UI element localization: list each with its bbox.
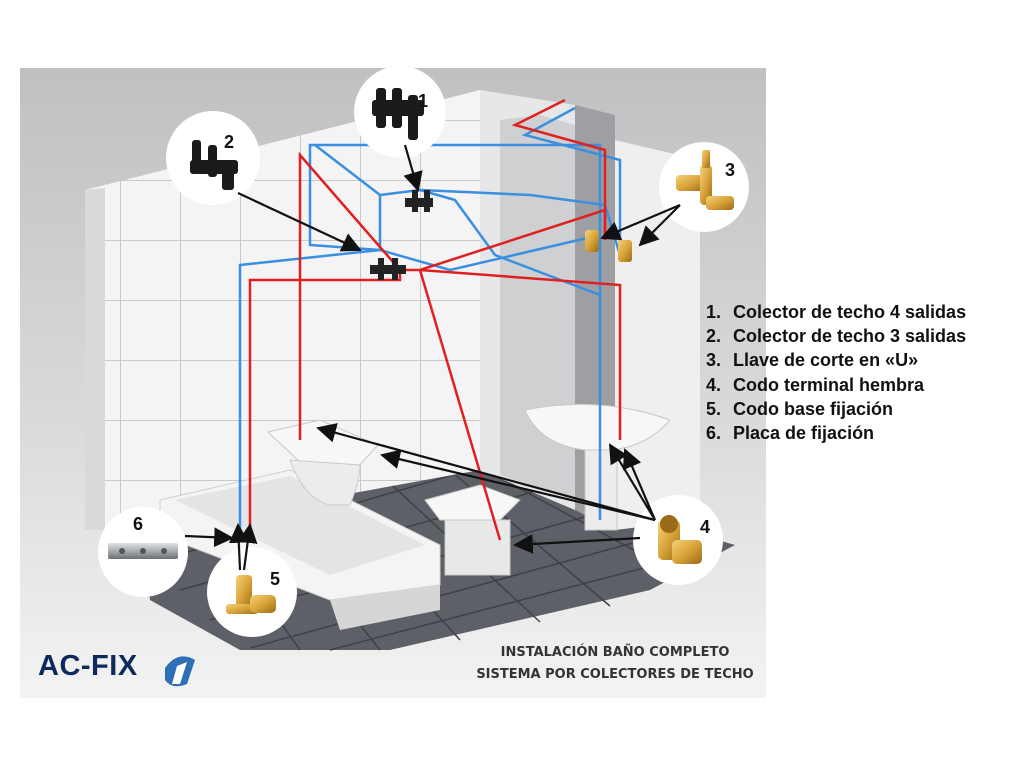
legend-label: Codo base fijación xyxy=(733,398,894,419)
fixing-base-elbow-icon xyxy=(226,575,276,614)
legend-label: Colector de techo 4 salidas xyxy=(733,302,967,322)
legend-number: 4. xyxy=(706,374,722,395)
u-shutoff-valve-icon xyxy=(676,150,734,210)
legend-number: 6. xyxy=(706,422,722,443)
toilet xyxy=(266,419,379,506)
manifold-2-installed xyxy=(370,258,406,280)
legend-label: Codo terminal hembra xyxy=(733,374,925,395)
callout-number-6: 6 xyxy=(133,514,143,534)
ceiling-manifold-4-outlet-icon xyxy=(372,88,424,140)
legend-number: 1. xyxy=(706,302,722,322)
callout-2: 2 xyxy=(166,111,260,205)
legend-item: 2. Colector de techo 3 salidas xyxy=(706,324,966,348)
bathtub xyxy=(159,469,441,630)
bidet xyxy=(424,484,521,576)
callout-number-1: 1 xyxy=(418,91,428,111)
ceiling-manifold-3-outlet-icon xyxy=(190,140,238,190)
left-wall-edge xyxy=(85,188,105,530)
callout-number-2: 2 xyxy=(224,132,234,152)
diagram-caption: INSTALACIÓN BAÑO COMPLETO SISTEMA POR CO… xyxy=(470,642,760,686)
brand-name: AC-FIX xyxy=(38,650,138,682)
callout-number-5: 5 xyxy=(270,569,280,589)
fixing-plate-icon xyxy=(108,543,178,559)
callout-3: 3 xyxy=(659,142,749,232)
legend-label: Llave de corte en «U» xyxy=(733,350,919,371)
callout-5: 5 xyxy=(207,547,297,637)
legend-number: 5. xyxy=(706,398,722,419)
callout-4: 4 xyxy=(633,495,723,585)
female-elbow-terminal-icon xyxy=(658,515,702,564)
legend-item: 3. Llave de corte en «U» xyxy=(706,348,966,372)
legend-label: Colector de techo 3 salidas xyxy=(733,326,967,347)
component-legend: 1. Colector de techo 4 salidas 2. Colector… xyxy=(706,300,966,445)
callout-number-3: 3 xyxy=(725,160,735,180)
callout-1: 1 xyxy=(354,66,446,158)
caption-line-1: INSTALACIÓN BAÑO COMPLETO xyxy=(500,645,730,660)
shutoff-valves-installed xyxy=(585,230,632,262)
legend-item: 6. Placa de fijación xyxy=(706,421,966,445)
callout-6: 6 xyxy=(98,507,188,597)
doorway xyxy=(500,115,575,500)
legend-item: 1. Colector de techo 4 salidas xyxy=(706,300,966,324)
legend-label: Placa de fijación xyxy=(733,422,875,443)
legend-item: 4. Codo terminal hembra xyxy=(706,373,966,397)
callout-number-4: 4 xyxy=(700,517,710,537)
legend-item: 5. Codo base fijación xyxy=(706,397,966,421)
legend-number: 3. xyxy=(706,350,722,371)
caption-line-2: SISTEMA POR COLECTORES DE TECHO xyxy=(476,667,754,682)
callout-leaders xyxy=(184,144,681,571)
cold-water-pipes xyxy=(238,106,622,540)
manifold-1-installed xyxy=(405,190,433,212)
legend-number: 2. xyxy=(706,326,722,347)
brand-logo-mark xyxy=(165,656,195,687)
